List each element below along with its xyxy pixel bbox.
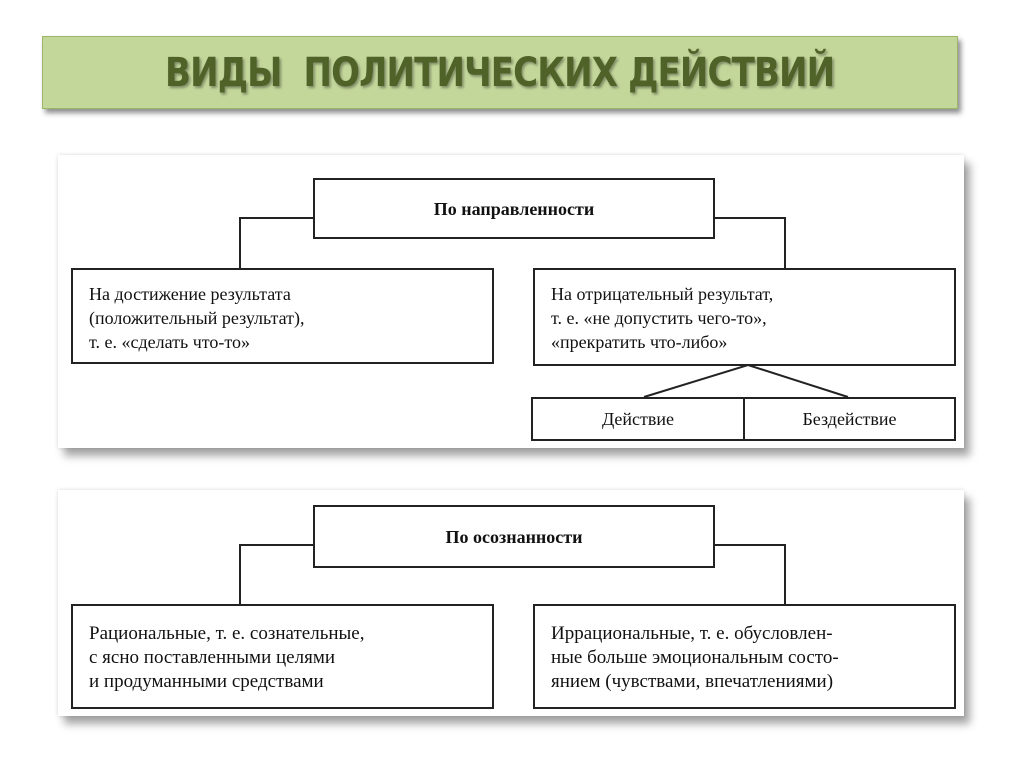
node-awareness: По осознанности bbox=[313, 505, 715, 568]
node-action: Действие bbox=[531, 397, 745, 441]
node-direction-label: По направленности bbox=[433, 198, 595, 219]
node-positive-result: На достижение результата (положительный … bbox=[71, 268, 494, 364]
node-irrational: Иррациональные, т. е. обусловлен- ные бо… bbox=[533, 604, 956, 709]
connector-left-1 bbox=[239, 217, 313, 268]
node-awareness-label: По осознанности bbox=[445, 526, 583, 547]
connector-right-1 bbox=[714, 217, 786, 268]
connector-branch bbox=[643, 363, 849, 398]
node-inaction-label: Бездействие bbox=[802, 409, 897, 429]
slide-title: ВИДЫ ПОЛИТИЧЕСКИХ ДЕЙСТВИЙ bbox=[42, 36, 958, 109]
node-direction: По направленности bbox=[313, 178, 715, 239]
node-negative-result: На отрицательный результат, т. е. «не до… bbox=[533, 268, 956, 366]
connector-left-2 bbox=[239, 544, 313, 604]
node-action-label: Действие bbox=[601, 409, 675, 429]
connector-right-2 bbox=[714, 544, 786, 604]
node-rational: Рациональные, т. е. сознательные, с ясно… bbox=[71, 604, 494, 709]
node-inaction: Бездействие bbox=[743, 397, 956, 441]
slide-title-text: ВИДЫ ПОЛИТИЧЕСКИХ ДЕЙСТВИЙ bbox=[165, 49, 835, 96]
